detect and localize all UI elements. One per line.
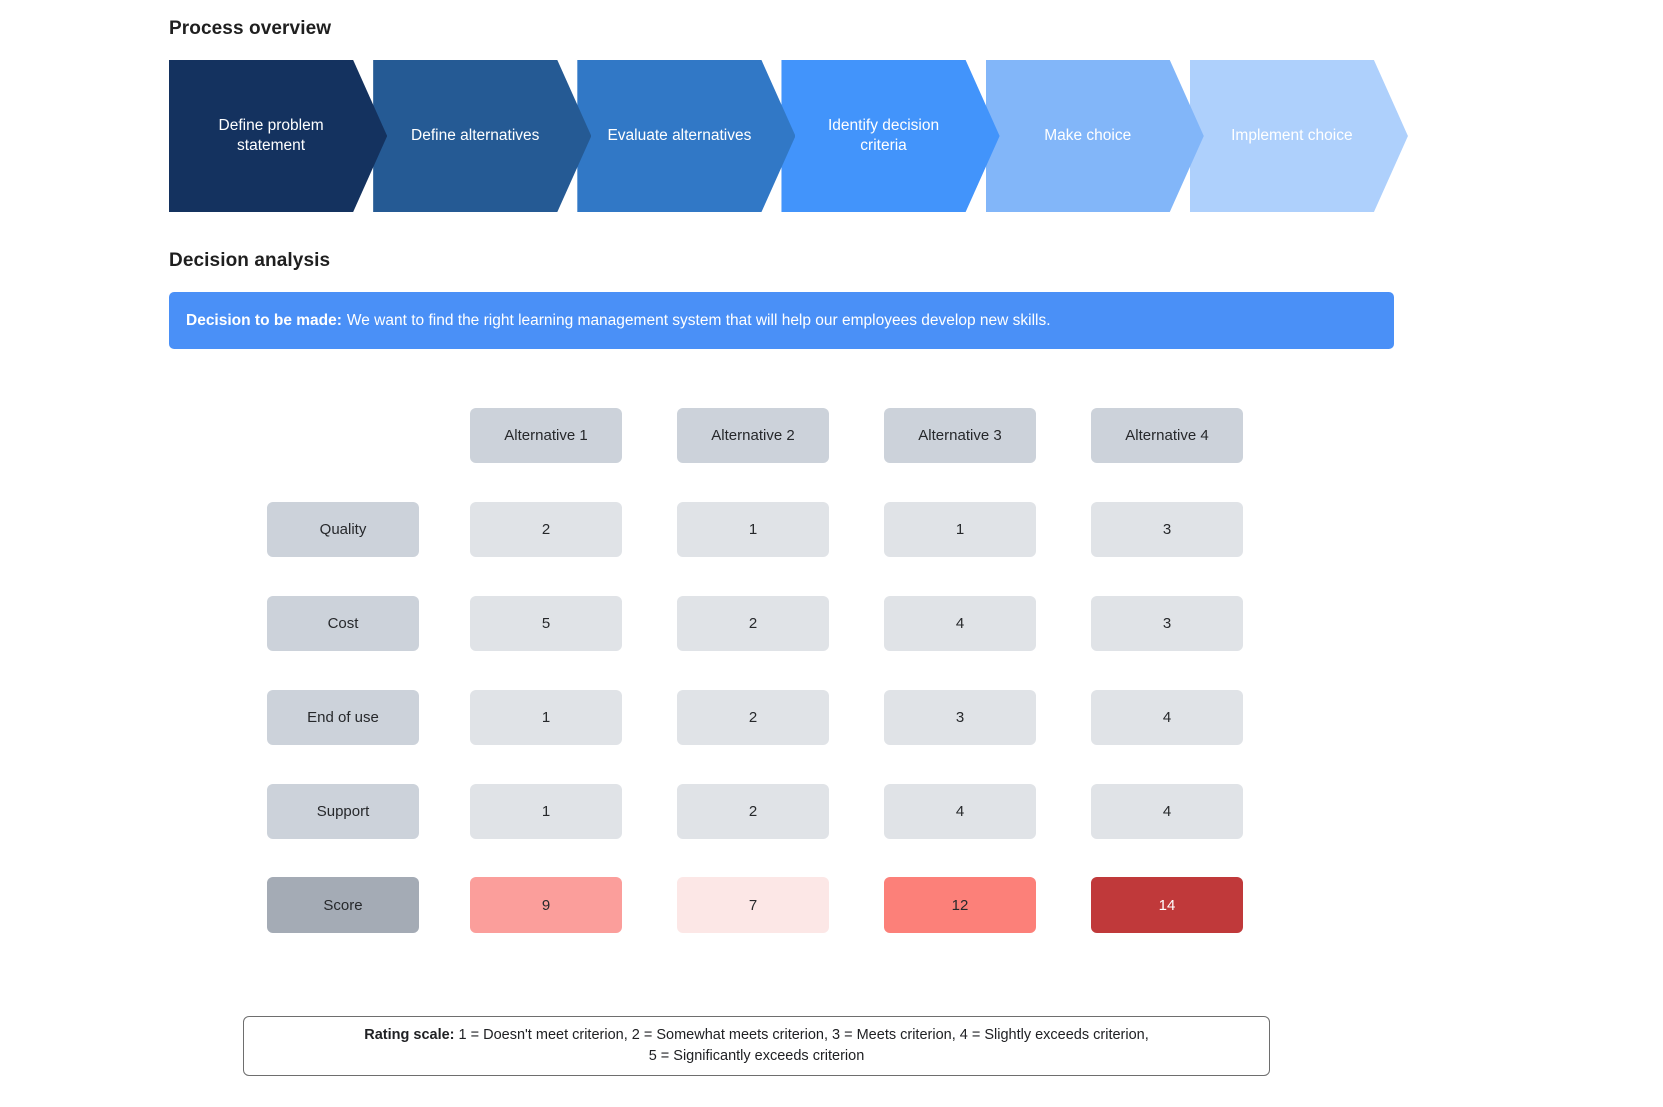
matrix-column-header-1[interactable]: Alternative 1	[470, 407, 622, 463]
matrix-rating-cell[interactable]: 1	[470, 783, 622, 839]
page-title-decision-analysis: Decision analysis	[169, 250, 331, 271]
decision-matrix: Alternative 1 Alternative 2 Alternative 3 A…	[267, 388, 1247, 952]
matrix-criterion-label[interactable]: Quality	[267, 501, 419, 557]
rating-scale-line-2: 5 = Significantly exceeds criterion	[648, 1048, 865, 1064]
matrix-column-header-2[interactable]: Alternative 2	[677, 407, 829, 463]
matrix-column-header-4[interactable]: Alternative 4	[1091, 407, 1243, 463]
process-step-4[interactable]: Identify decision criteria	[781, 60, 999, 212]
matrix-rating-cell[interactable]: 2	[677, 689, 829, 745]
matrix-rating-cell[interactable]: 1	[470, 689, 622, 745]
matrix-rating-cell[interactable]: 2	[677, 595, 829, 651]
matrix-criterion-label[interactable]: Cost	[267, 595, 419, 651]
process-step-1[interactable]: Define problem statement	[169, 60, 387, 212]
matrix-score-cell-3: 12	[884, 877, 1036, 933]
matrix-criterion-label[interactable]: Support	[267, 783, 419, 839]
process-chevron-row: Define problem statement Define alternati…	[169, 60, 1394, 212]
process-step-label: Define alternatives	[411, 127, 540, 144]
process-step-label: Make choice	[1044, 127, 1132, 144]
decision-statement-text: We want to find the right learning manag…	[346, 311, 1051, 329]
matrix-rating-cell[interactable]: 3	[884, 689, 1036, 745]
process-step-label: Define problem statement	[218, 117, 324, 154]
matrix-score-cell-2: 7	[677, 877, 829, 933]
decision-statement-banner: Decision to be made: We want to find the…	[169, 292, 1394, 349]
matrix-header-row: Alternative 1 Alternative 2 Alternative 3 A…	[267, 388, 1247, 482]
matrix-rating-cell[interactable]: 4	[1091, 783, 1243, 839]
matrix-rating-cell[interactable]: 5	[470, 595, 622, 651]
matrix-rating-cell[interactable]: 1	[677, 501, 829, 557]
matrix-rating-cell[interactable]: 4	[1091, 689, 1243, 745]
process-step-3[interactable]: Evaluate alternatives	[577, 60, 795, 212]
page-title-process-overview: Process overview	[169, 18, 332, 39]
matrix-rating-cell[interactable]: 3	[1091, 501, 1243, 557]
rating-scale-legend: Rating scale: 1 = Doesn't meet criterion…	[243, 1016, 1270, 1076]
matrix-rating-cell[interactable]: 3	[1091, 595, 1243, 651]
process-step-2[interactable]: Define alternatives	[373, 60, 591, 212]
process-step-label: Identify decision criteria	[827, 117, 940, 154]
matrix-column-header-3[interactable]: Alternative 3	[884, 407, 1036, 463]
process-step-label: Implement choice	[1231, 127, 1353, 144]
matrix-rating-cell[interactable]: 2	[677, 783, 829, 839]
process-step-6[interactable]: Implement choice	[1190, 60, 1408, 212]
decision-statement-label: Decision to be made:	[186, 311, 342, 329]
matrix-rating-cell[interactable]: 2	[470, 501, 622, 557]
matrix-score-cell-4: 14	[1091, 877, 1243, 933]
matrix-rating-cell[interactable]: 4	[884, 783, 1036, 839]
rating-scale-line-1: 1 = Doesn't meet criterion, 2 = Somewhat…	[458, 1027, 1149, 1043]
matrix-rating-cell[interactable]: 1	[884, 501, 1036, 557]
process-step-label: Evaluate alternatives	[607, 127, 752, 144]
matrix-score-cell-1: 9	[470, 877, 622, 933]
rating-scale-label: Rating scale:	[364, 1027, 455, 1043]
matrix-score-label: Score	[267, 877, 419, 933]
process-step-5[interactable]: Make choice	[986, 60, 1204, 212]
matrix-rating-cell[interactable]: 4	[884, 595, 1036, 651]
matrix-criterion-label[interactable]: End of use	[267, 689, 419, 745]
